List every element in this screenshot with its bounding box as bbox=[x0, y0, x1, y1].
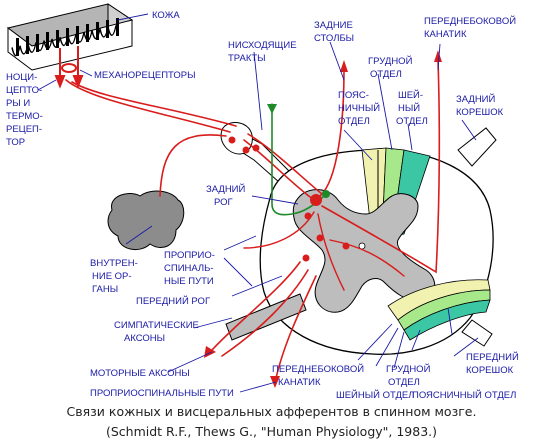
label-nociceptors: НОЦИ- ЦЕПТО- РЫ И ТЕРМО- РЕЦЕП- ТОР bbox=[6, 72, 45, 148]
label-dorsal-horn: ЗАДНИЙ РОГ bbox=[206, 183, 248, 208]
synapses bbox=[228, 136, 350, 262]
label-cervical-top: ШЕЙ- НЫЙ ОТДЕЛ bbox=[396, 89, 428, 127]
label-thoracic-top: ГРУДНОЙ ОТДЕЛ bbox=[368, 55, 415, 80]
label-mechanoreceptors: МЕХАНОРЕЦЕПТОРЫ bbox=[94, 70, 196, 81]
label-lumbar-bottom: ПОЯСНИЧНЫЙ ОТДЕЛ bbox=[412, 389, 516, 400]
label-motor-axons: МОТОРНЫЕ АКСОНЫ bbox=[90, 368, 190, 379]
label-descending-tracts: НИСХОДЯЩИЕ ТРАКТЫ bbox=[228, 40, 299, 64]
label-anterolateral-tract-bottom: ПЕРЕДНЕБОКОВОЙ КАНАТИК bbox=[272, 363, 367, 388]
label-dorsal-root: ЗАДНИЙ КОРЕШОК bbox=[456, 93, 504, 118]
skin-block bbox=[6, 3, 134, 89]
visceral-organ bbox=[107, 190, 185, 251]
spinal-cord-diagram: КОЖА НОЦИ- ЦЕПТО- РЫ И ТЕРМО- РЕЦЕП- ТОР… bbox=[6, 3, 521, 400]
label-ventral-horn: ПЕРЕДНИЙ РОГ bbox=[136, 295, 210, 307]
label-lumbar-top: ПОЯС- НИЧНЫЙ ОТДЕЛ bbox=[338, 90, 383, 127]
skin-hatching bbox=[16, 18, 119, 56]
label-cervical-bottom: ШЕЙНЫЙ ОТДЕЛ bbox=[336, 389, 415, 400]
label-anterolateral-tract-top: ПЕРЕДНЕБОКОВОЙ КАНАТИК bbox=[424, 15, 519, 40]
label-ventral-root: ПЕРЕДНИЙ КОРЕШОК bbox=[466, 351, 521, 376]
caption-source: (Schmidt R.F., Thews G., "Human Physiolo… bbox=[105, 424, 438, 439]
ventral-root bbox=[225, 293, 307, 341]
label-dorsal-columns: ЗАДНИЕ СТОЛБЫ bbox=[314, 20, 356, 44]
label-thoracic-bottom: ГРУДНОЙ ОТДЕЛ bbox=[386, 363, 433, 388]
label-viscera: ВНУТРЕН- НИЕ ОР- ГАНЫ bbox=[90, 258, 140, 295]
label-skin: КОЖА bbox=[152, 10, 180, 21]
label-propriospinal-bottom: ПРОПРИОСПИНАЛЬНЫЕ ПУТИ bbox=[90, 388, 234, 399]
right-dorsal-root bbox=[457, 127, 497, 167]
leader-lines bbox=[37, 13, 479, 393]
label-propriospinal: ПРОПРИО- СПИНАЛЬ- НЫЕ ПУТИ bbox=[164, 250, 218, 287]
anterolateral-tract-cervical bbox=[403, 299, 491, 341]
caption-title: Связи кожных и висцеральных афферентов в… bbox=[66, 404, 477, 419]
label-sympathetic-axons: СИМПАТИЧЕСКИЕ АКСОНЫ bbox=[114, 320, 202, 344]
right-ventral-root bbox=[461, 319, 493, 347]
